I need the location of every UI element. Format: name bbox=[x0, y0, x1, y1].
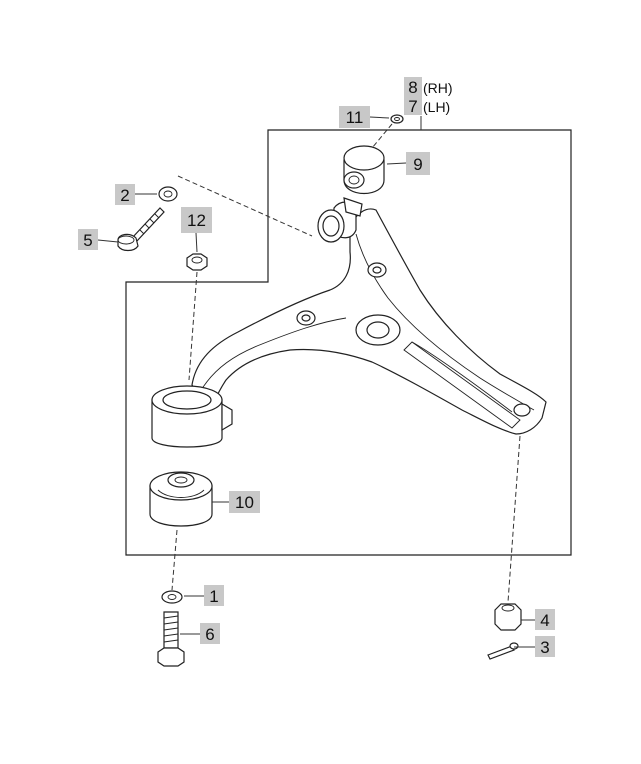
callout-8-label: 8 bbox=[408, 78, 417, 97]
part-12-nut bbox=[186, 253, 208, 271]
callout-5: 5 bbox=[78, 229, 98, 250]
part-3-cotter-pin bbox=[487, 642, 519, 660]
callout-5-label: 5 bbox=[83, 231, 92, 250]
part-5-bolt bbox=[117, 207, 165, 252]
callout-8: 8 (RH) bbox=[404, 77, 453, 97]
part-4-nut bbox=[494, 603, 522, 631]
callout-7-label: 7 bbox=[408, 97, 417, 116]
callout-1: 1 bbox=[204, 585, 224, 606]
callout-6: 6 bbox=[200, 623, 220, 644]
part-1-washer bbox=[161, 590, 183, 604]
lower-control-arm bbox=[151, 197, 547, 448]
callout-2-label: 2 bbox=[120, 186, 129, 205]
callout-6-label: 6 bbox=[205, 625, 214, 644]
callout-1-label: 1 bbox=[209, 587, 218, 606]
callout-2: 2 bbox=[115, 184, 135, 205]
callout-10-label: 10 bbox=[235, 493, 254, 512]
part-9-bushing bbox=[343, 145, 385, 194]
callout-11: 11 bbox=[339, 106, 370, 128]
dashed-line-nut11-to-bushing9 bbox=[371, 123, 393, 149]
part-2-washer bbox=[158, 186, 178, 202]
callout-4: 4 bbox=[535, 609, 555, 630]
callout-8-side: (RH) bbox=[423, 80, 453, 96]
part-6-bolt bbox=[157, 611, 185, 667]
callout-9-label: 9 bbox=[413, 155, 422, 174]
callout-3: 3 bbox=[535, 636, 555, 657]
callout-7-side: (LH) bbox=[423, 99, 450, 115]
dashed-line-arm-to-nut4 bbox=[507, 435, 521, 603]
part-10-bushing bbox=[149, 471, 213, 527]
callout-4-label: 4 bbox=[540, 611, 549, 630]
callout-7: 7 (LH) bbox=[404, 96, 450, 116]
dashed-line-bushing10-to-washer1 bbox=[171, 529, 178, 591]
callout-12: 12 bbox=[181, 207, 212, 233]
dashed-line-washer-to-arm bbox=[177, 175, 313, 237]
part-11-nut bbox=[390, 114, 404, 124]
callout-11-label: 11 bbox=[346, 108, 364, 127]
dashed-line-nut12-to-sleeve bbox=[188, 271, 198, 381]
callout-9: 9 bbox=[406, 152, 430, 175]
callout-3-label: 3 bbox=[540, 638, 549, 657]
assembly-frame bbox=[125, 129, 572, 556]
callout-10: 10 bbox=[229, 491, 260, 513]
callout-12-label: 12 bbox=[187, 211, 206, 230]
